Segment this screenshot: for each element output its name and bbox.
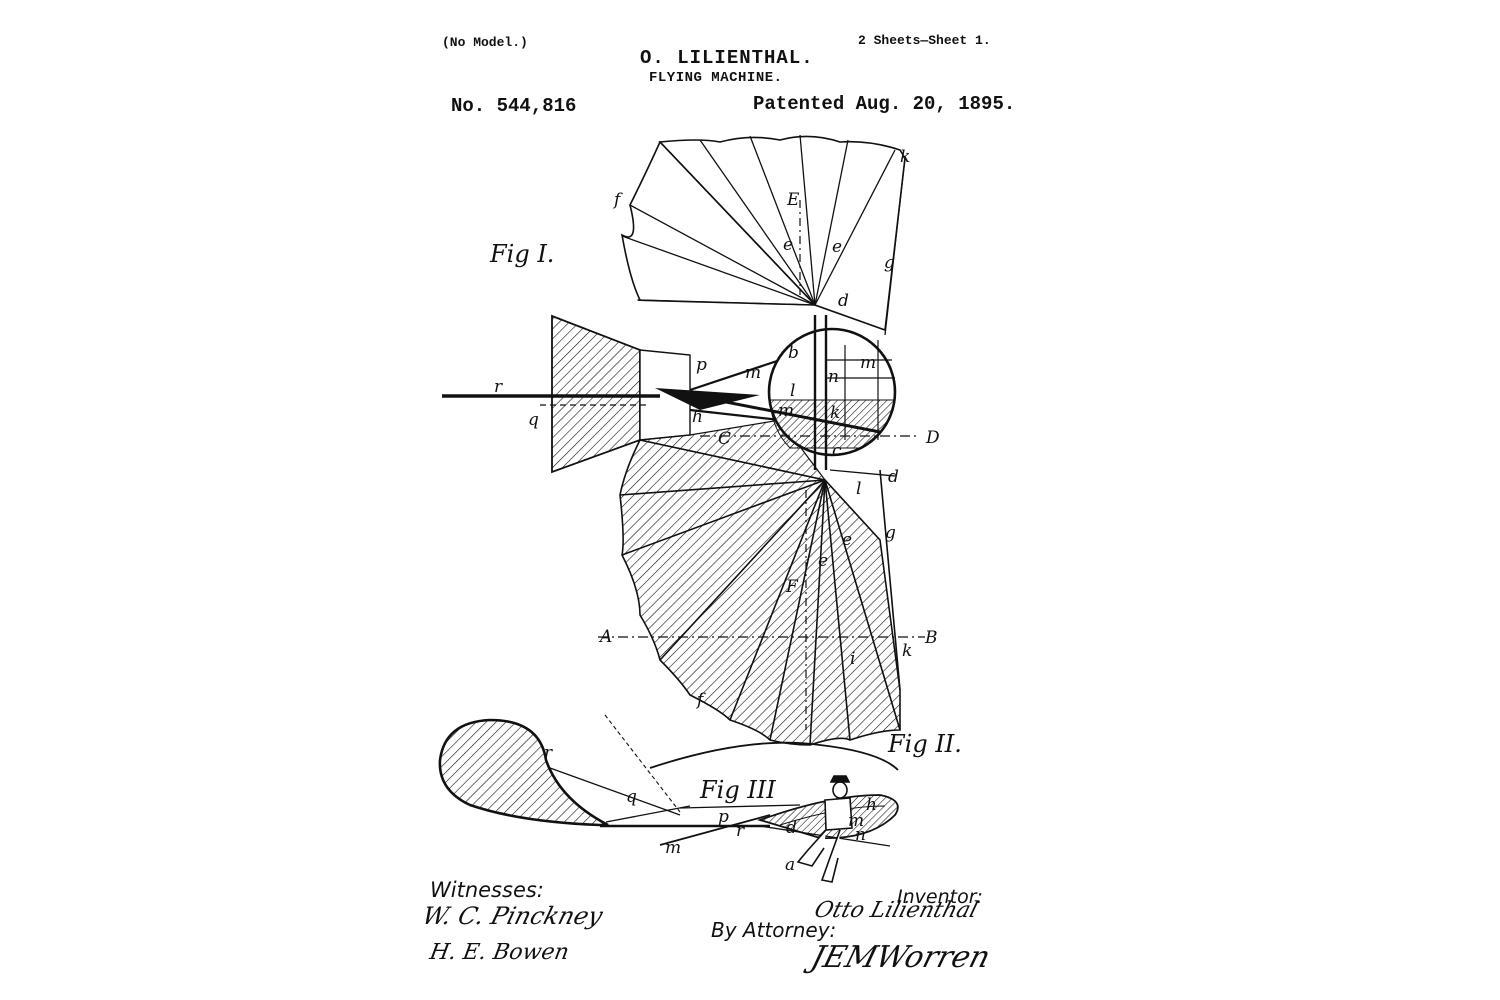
- label-g-1: g: [884, 253, 895, 273]
- label-m-2: m: [745, 363, 761, 383]
- pilot-figure: [796, 775, 853, 883]
- label-m-3: m: [778, 401, 794, 421]
- label-k-2: k: [830, 403, 840, 423]
- label-r-3: r: [736, 821, 745, 841]
- label-e-1: e: [783, 235, 793, 255]
- label-B: B: [924, 628, 938, 648]
- fig1-title: Fig I.: [489, 240, 554, 268]
- label-C: C: [718, 429, 731, 449]
- label-l-1: l: [790, 381, 795, 401]
- inventor-name: O. LILIENTHAL.: [640, 47, 814, 69]
- label-n-2: n: [855, 825, 866, 845]
- label-e-2: e: [832, 237, 842, 257]
- label-p-2: p: [718, 807, 729, 827]
- label-m-1: m: [860, 353, 876, 373]
- inventor-signature: Otto Lilienthal: [811, 898, 981, 923]
- fig1-lower-wing: [598, 419, 925, 746]
- attorney-signature: JEMWorren: [807, 940, 994, 975]
- label-m-4: m: [665, 838, 681, 858]
- label-f-2: f: [695, 690, 706, 710]
- patent-date: Patented Aug. 20, 1895.: [753, 93, 1016, 115]
- label-a: a: [785, 855, 795, 875]
- fig1-labels: Fig I. E e e f g k d b m m m n l p r q h…: [489, 147, 940, 710]
- fig3-side-view: Fig III r q p r m h m n d a: [438, 714, 899, 883]
- fig2-profile: Fig II.: [649, 730, 962, 771]
- fig3-title: Fig III: [699, 776, 776, 804]
- label-E: E: [786, 190, 800, 210]
- label-e-3: e: [842, 530, 852, 550]
- label-q-1: q: [528, 410, 539, 430]
- no-model-note: (No Model.): [442, 35, 528, 50]
- label-d-2: d: [888, 467, 899, 487]
- label-c: c: [832, 441, 842, 461]
- label-d-1: d: [838, 291, 849, 311]
- attorney-label: By Attorney:: [711, 918, 837, 942]
- inventor-label: Inventor:: [897, 886, 983, 908]
- label-l-2: l: [856, 479, 861, 499]
- label-D: D: [925, 428, 940, 448]
- fig1-frame-circle: [689, 315, 918, 477]
- label-r-1: r: [494, 377, 503, 397]
- label-e-4: e: [818, 551, 828, 571]
- label-r-2: r: [544, 743, 553, 763]
- label-f-1: f: [612, 190, 623, 210]
- fig2-title: Fig II.: [887, 730, 962, 758]
- witness-2-signature: H. E. Bowen: [427, 940, 571, 965]
- witness-1-signature: W. C. Pinckney: [419, 902, 606, 930]
- fig1-tail: [442, 314, 781, 474]
- sheet-number: 2 Sheets—Sheet 1.: [858, 33, 991, 48]
- patent-number: No. 544,816: [451, 95, 577, 117]
- invention-title: FLYING MACHINE.: [649, 70, 783, 86]
- label-k-3: k: [902, 641, 912, 661]
- label-k-1: k: [900, 147, 910, 167]
- label-F: F: [785, 577, 799, 597]
- label-i: i: [850, 649, 855, 669]
- label-d-3: d: [786, 818, 797, 838]
- label-n: n: [828, 367, 839, 387]
- label-g-2: g: [885, 523, 896, 543]
- label-b: b: [788, 343, 799, 363]
- label-q-2: q: [626, 787, 637, 807]
- fig1-upper-wing: [620, 134, 906, 336]
- label-A: A: [598, 627, 612, 647]
- label-h-1: h: [692, 407, 703, 427]
- witnesses-label: Witnesses:: [430, 878, 544, 902]
- label-m-5: m: [848, 811, 864, 831]
- label-h-2: h: [866, 795, 877, 815]
- label-p-1: p: [696, 355, 707, 375]
